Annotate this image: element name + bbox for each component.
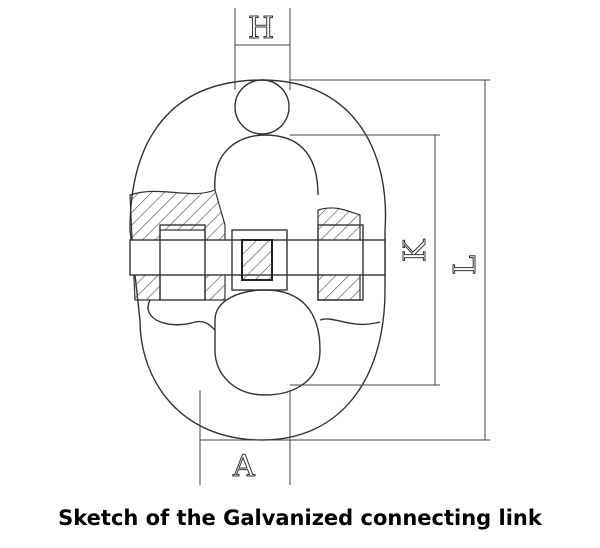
- top-ring: [234, 79, 290, 135]
- dimension-l: L: [290, 79, 490, 441]
- dimension-k: K: [290, 134, 440, 386]
- label-a: A: [232, 449, 255, 484]
- label-h: H: [248, 11, 274, 46]
- connecting-link-sketch: H K L A: [129, 8, 490, 485]
- threaded-sleeve: [231, 229, 288, 291]
- figure-caption: Sketch of the Galvanized connecting link: [58, 506, 542, 530]
- lower-hole: [214, 289, 321, 396]
- label-l: L: [448, 255, 483, 275]
- dimension-a: A: [199, 390, 291, 485]
- upper-hole: [214, 134, 319, 196]
- dimension-h: H: [234, 8, 291, 90]
- label-k: K: [398, 239, 433, 262]
